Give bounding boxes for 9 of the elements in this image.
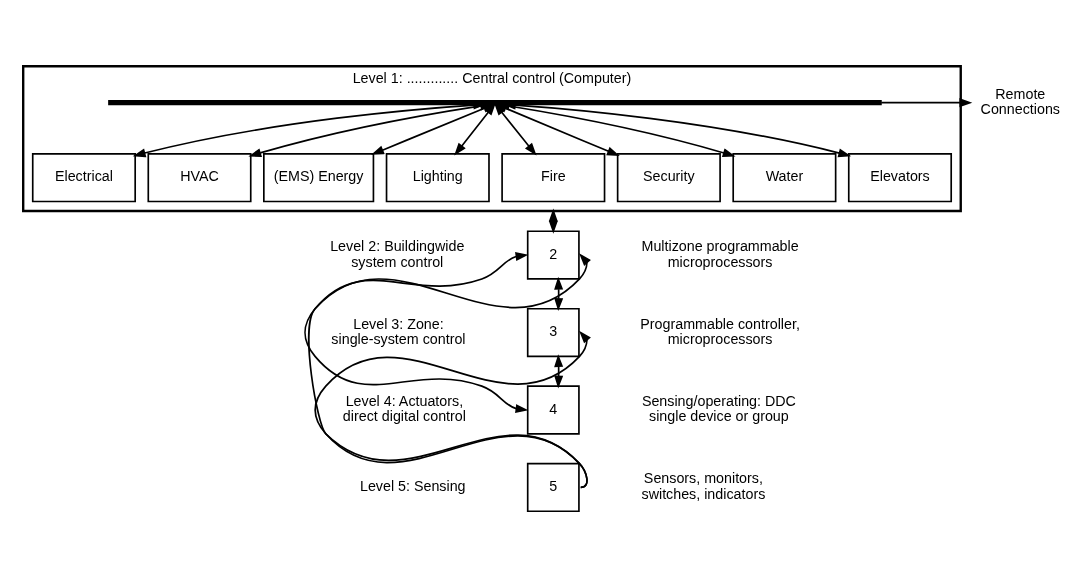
label: Level 3: Zone: single-system control bbox=[331, 314, 466, 347]
label: Sensors, monitors, switches, indicators bbox=[641, 469, 766, 502]
label: Programmable controller, microprocessors bbox=[640, 314, 800, 347]
label: Level 4: Actuators, direct digital control bbox=[342, 392, 466, 424]
label: Level 2: Buildingwide system control bbox=[330, 237, 465, 270]
node-text: Remote Connections bbox=[980, 85, 1060, 117]
label: Level 5: Sensing bbox=[359, 477, 466, 494]
label: Sensing/operating: DDC single device or group bbox=[641, 392, 796, 424]
label: Multizone programmable microprocessors bbox=[641, 237, 799, 270]
